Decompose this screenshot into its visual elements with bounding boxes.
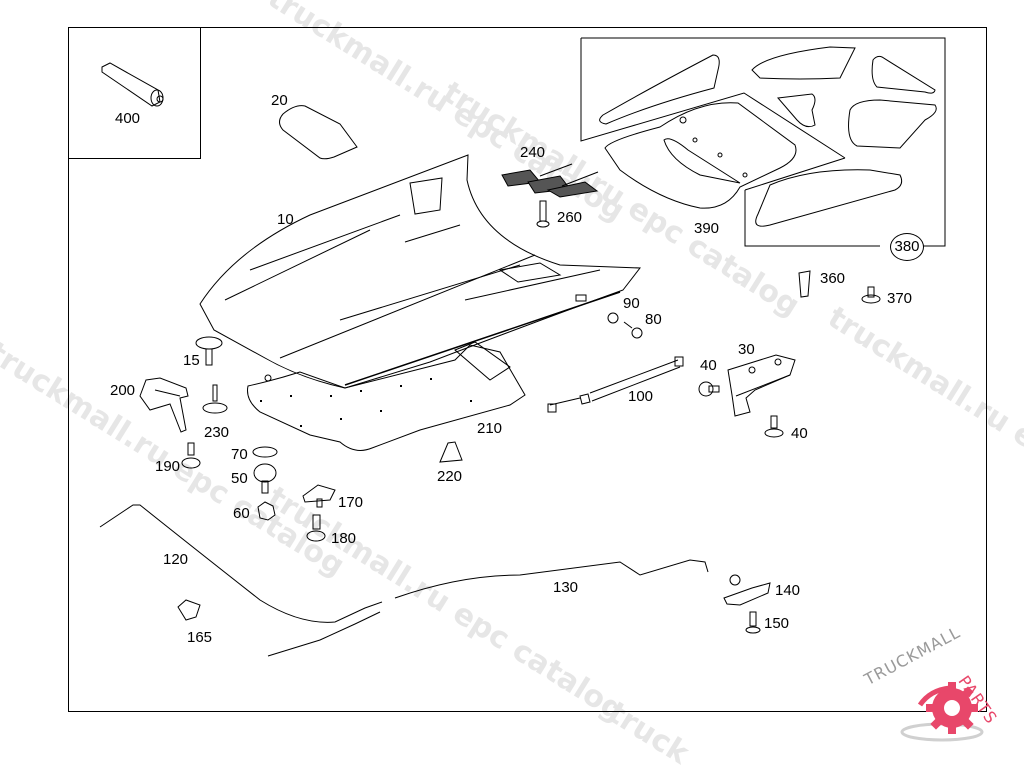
- callout-370[interactable]: 370: [887, 290, 913, 307]
- callout-10[interactable]: 10: [277, 211, 294, 228]
- callout-260[interactable]: 230: [204, 424, 230, 441]
- callout-80[interactable]: 80: [645, 311, 662, 328]
- screw-240-icon: [536, 200, 550, 228]
- insulation-set-icon: [580, 37, 946, 247]
- bolt-190-icon: [181, 442, 201, 469]
- callout-60[interactable]: 60: [233, 505, 250, 522]
- ball-stud-80-icon: [623, 321, 643, 339]
- rubber-buffer-icon: [195, 336, 223, 366]
- diagram-frame: [68, 27, 987, 712]
- clip-220-icon: [439, 441, 463, 463]
- inset-box-400: [68, 27, 201, 159]
- gas-strut-icon: [547, 356, 684, 413]
- callout-40-lower[interactable]: 40: [791, 425, 808, 442]
- callout-50[interactable]: 50: [231, 470, 248, 487]
- callout-390[interactable]: 380: [890, 233, 924, 261]
- clip-360-icon: [798, 270, 811, 298]
- release-cable-120-icon: [99, 504, 383, 623]
- air-grille-icon: [501, 163, 599, 198]
- bolt-180-icon: [306, 514, 326, 542]
- hood-insert-panel-icon: [279, 105, 358, 160]
- truckmall-parts-logo: TRUCKMALL PARTS: [860, 623, 1024, 750]
- rivet-370-icon: [861, 286, 881, 304]
- gear-logo-icon: [900, 682, 984, 742]
- callout-150[interactable]: 150: [764, 615, 790, 632]
- callout-70[interactable]: 70: [231, 446, 248, 463]
- callout-20[interactable]: 20: [271, 92, 288, 109]
- callout-180[interactable]: 180: [331, 530, 357, 547]
- screw-150-icon: [745, 611, 761, 634]
- cable-bracket-icon: [723, 574, 771, 606]
- callout-15[interactable]: 15: [183, 352, 200, 369]
- hood-latch-icon: [139, 377, 189, 433]
- callout-400[interactable]: 400: [115, 110, 141, 127]
- callout-30[interactable]: 30: [738, 341, 755, 358]
- hood-hinge-icon: [727, 354, 796, 417]
- o-ring-icon: [252, 446, 278, 458]
- callout-90[interactable]: 90: [623, 295, 640, 312]
- callout-120[interactable]: 120: [163, 551, 189, 568]
- hinge-bolt-lower-icon: [764, 415, 784, 438]
- callout-130[interactable]: 130: [553, 579, 579, 596]
- callout-190[interactable]: 190: [155, 458, 181, 475]
- parts-drawing: [99, 37, 946, 657]
- callout-100[interactable]: 100: [628, 388, 654, 405]
- nut-icon: [257, 501, 276, 521]
- release-cable-lower-icon: [267, 611, 381, 657]
- sealant-tube-icon: [101, 62, 164, 107]
- insulation-mat-icon: [247, 341, 526, 451]
- adjustable-buffer-icon: [202, 384, 228, 414]
- hinge-bolt-icon: [698, 381, 720, 397]
- callout-40-upper[interactable]: 40: [700, 357, 717, 374]
- callout-170[interactable]: 170: [338, 494, 364, 511]
- callout-380[interactable]: 390: [694, 220, 720, 237]
- callout-210[interactable]: 210: [477, 420, 503, 437]
- callout-220[interactable]: 220: [437, 468, 463, 485]
- callout-200[interactable]: 200: [110, 382, 136, 399]
- hood-stop-icon: [253, 463, 277, 494]
- cable-clip-icon: [177, 599, 201, 621]
- washer-90-icon: [607, 312, 619, 324]
- callout-140[interactable]: 140: [775, 582, 801, 599]
- engine-hood-icon: [199, 154, 641, 389]
- callout-165[interactable]: 165: [187, 629, 213, 646]
- latch-striker-icon: [302, 484, 336, 508]
- callout-360[interactable]: 360: [820, 270, 846, 287]
- callout-240[interactable]: 260: [557, 209, 583, 226]
- release-cable-130-icon: [394, 559, 709, 599]
- callout-230[interactable]: 240: [520, 144, 546, 161]
